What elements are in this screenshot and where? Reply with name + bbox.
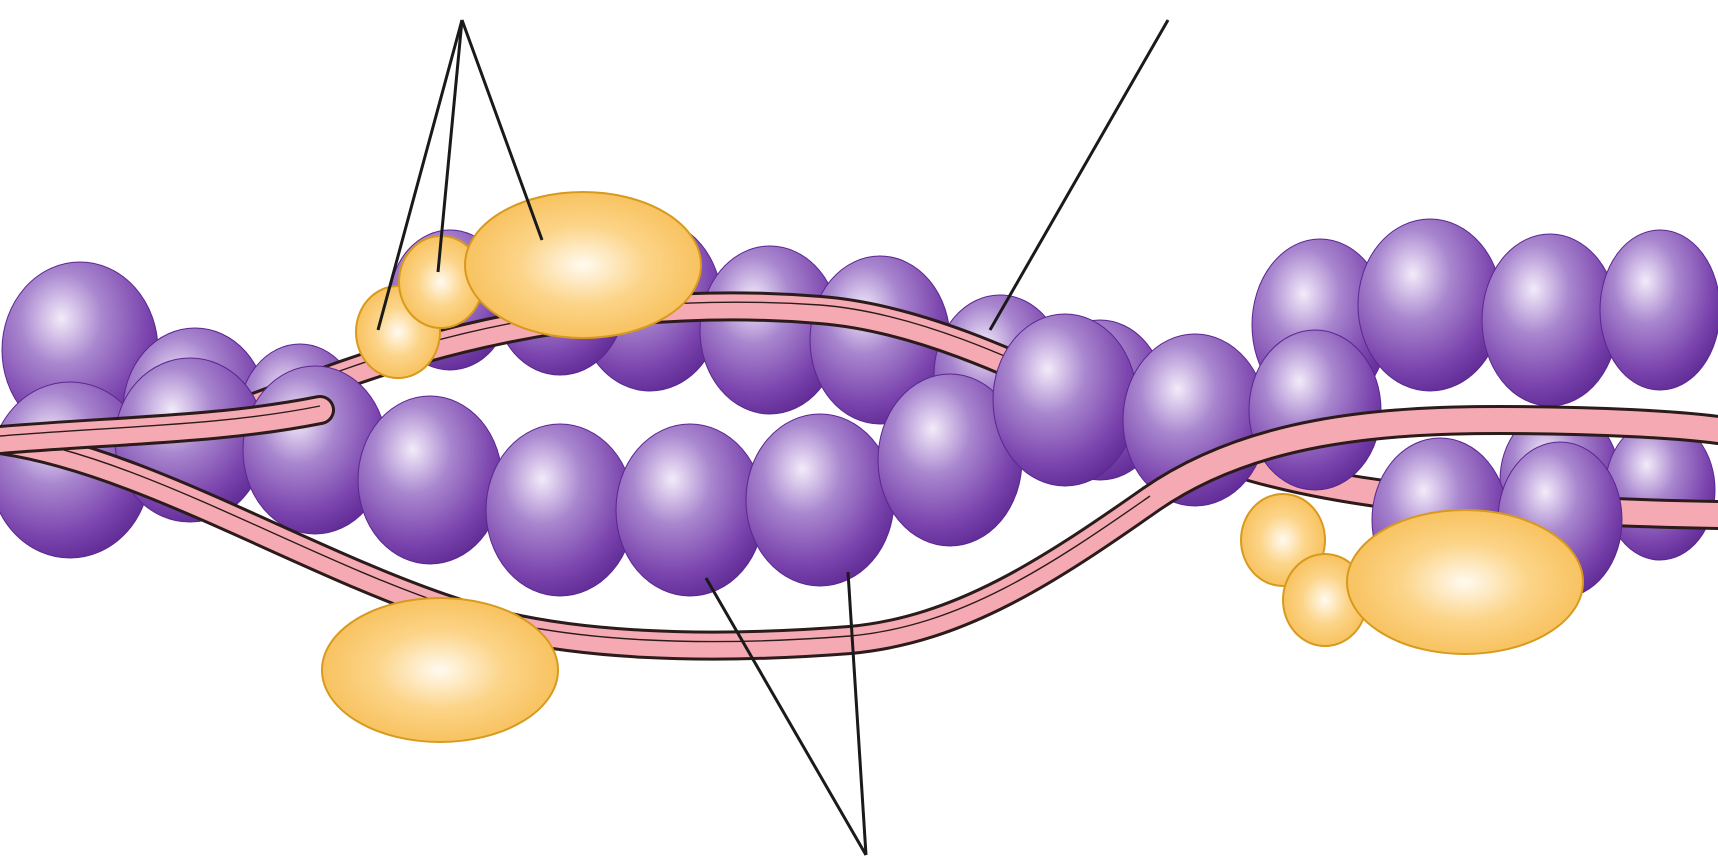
actin-monomer-back [1358,219,1502,391]
leader-line [706,578,866,855]
leader-line [462,20,542,240]
actin-monomer-front [616,424,764,596]
actin-monomer-front [486,424,634,596]
leader-line [990,20,1168,330]
troponin-subunit [322,598,558,742]
actin-monomer-front [1249,330,1381,490]
leader-line [848,572,866,855]
troponin-subunit [1347,510,1583,654]
actin-monomer-front [358,396,502,564]
actin-monomer-back [1482,234,1618,406]
actin-monomer-front [993,314,1137,486]
actin-monomer-back [1600,230,1718,390]
actin-monomer-front [746,414,894,586]
troponin-subunit [465,192,701,338]
